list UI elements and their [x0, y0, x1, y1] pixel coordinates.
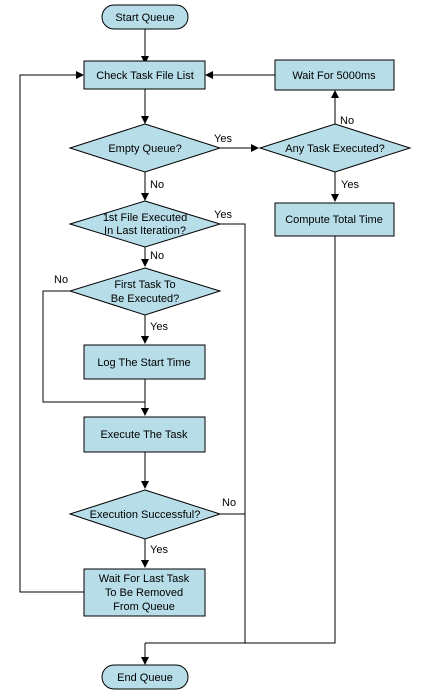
edge-firsttask-no-to-execute: [42, 290, 145, 403]
edge-wait-loop-to-check: [19, 71, 84, 593]
execute-task-label: Execute The Task: [100, 429, 188, 441]
edge-label-first-file-no: No: [150, 250, 164, 262]
node-check-task-file-list: Check Task File List: [83, 60, 206, 90]
edge-firstfile-yes-to-end: [220, 223, 246, 643]
edge-label-first-task-no: No: [54, 274, 68, 286]
first-task-to-execute-line2: Be Executed?: [111, 293, 180, 305]
wait-last-task-line2: To Be Removed: [105, 587, 183, 599]
edge-label-empty-queue-no: No: [150, 179, 164, 191]
first-file-executed-line2: In Last Iteration?: [104, 225, 186, 237]
node-wait-5000ms: Wait For 5000ms: [274, 59, 395, 91]
end-queue-label: End Queue: [117, 672, 173, 684]
node-log-start-time: Log The Start Time: [83, 344, 206, 380]
any-task-executed-label: Any Task Executed?: [285, 143, 384, 155]
execution-successful-label: Execution Successful?: [90, 509, 201, 521]
wait-last-task-line3: From Queue: [113, 601, 175, 613]
node-execution-successful: Execution Successful?: [68, 489, 222, 540]
node-compute-total-time: Compute Total Time: [274, 202, 395, 237]
wait-last-task-line1: Wait For Last Task: [99, 573, 190, 585]
edge-label-any-task-no: No: [340, 115, 354, 127]
edge-label-exec-success-yes: Yes: [150, 544, 168, 556]
node-empty-queue: Empty Queue?: [68, 123, 222, 173]
wait-5000ms-label: Wait For 5000ms: [292, 70, 376, 82]
first-task-to-execute-line1: First Task To: [114, 279, 175, 291]
empty-queue-label: Empty Queue?: [108, 143, 181, 155]
edge-compute-to-end: [145, 236, 336, 644]
edge-label-first-file-yes: Yes: [214, 209, 232, 221]
check-task-file-list-label: Check Task File List: [96, 70, 194, 82]
node-first-file-executed: 1st File Executed In Last Iteration?: [68, 200, 222, 248]
node-execute-task: Execute The Task: [83, 416, 206, 453]
node-end-queue: End Queue: [101, 664, 189, 690]
edge-label-empty-queue-yes: Yes: [214, 133, 232, 145]
edge-success-no-to-end: [220, 513, 246, 643]
edge-label-any-task-yes: Yes: [341, 179, 359, 191]
edge-label-exec-success-no: No: [222, 497, 236, 509]
node-first-task-to-execute: First Task To Be Executed?: [68, 267, 222, 316]
first-file-executed-line1: 1st File Executed: [103, 212, 187, 224]
start-queue-label: Start Queue: [115, 12, 174, 24]
compute-total-time-label: Compute Total Time: [285, 214, 383, 226]
node-wait-last-task: Wait For Last Task To Be Removed From Qu…: [83, 568, 206, 617]
log-start-time-label: Log The Start Time: [97, 357, 190, 369]
node-any-task-executed: Any Task Executed?: [258, 123, 412, 173]
edge-label-first-task-yes: Yes: [150, 321, 168, 333]
node-start-queue: Start Queue: [101, 4, 189, 30]
